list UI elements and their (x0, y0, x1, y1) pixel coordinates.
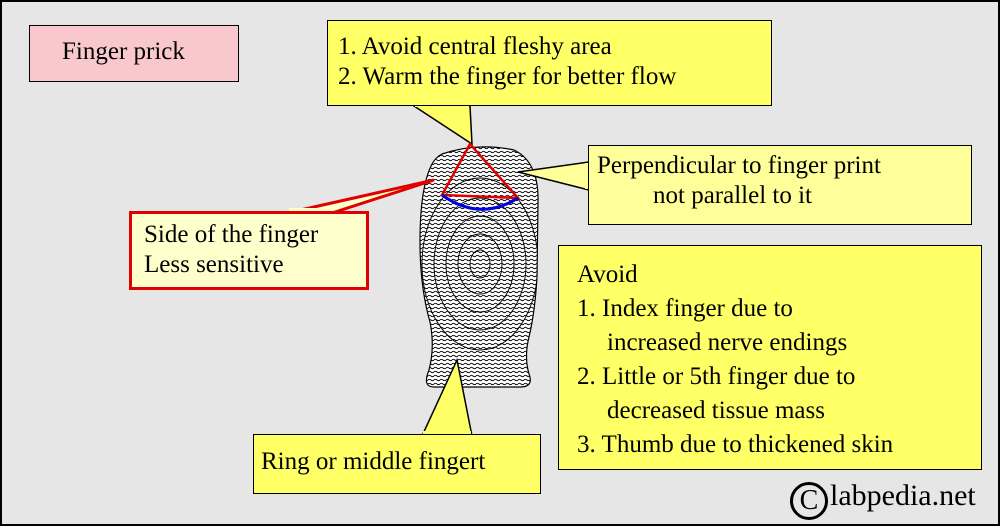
avoid-callout-line: increased nerve endings (607, 329, 848, 356)
perpendicular-callout-line: Perpendicular to finger print (597, 152, 881, 179)
watermark-text: labpedia.net (830, 479, 976, 512)
avoid-callout: Avoid 1. Index finger due to increased n… (558, 245, 982, 470)
top-callout-line: 1. Avoid central fleshy area (338, 33, 612, 60)
top-callout-pointer (411, 105, 473, 146)
avoid-callout-line: 3. Thumb due to thickened skin (577, 431, 894, 458)
top-callout-line: 2. Warm the finger for better flow (338, 63, 677, 90)
perpendicular-callout: Perpendicular to finger print not parall… (588, 145, 972, 225)
finger-shape (419, 146, 539, 388)
avoid-callout-heading: Avoid (577, 261, 638, 288)
avoid-callout-line: 1. Index finger due to (577, 295, 793, 322)
avoid-callout-line: 2. Little or 5th finger due to (577, 363, 856, 390)
copyright-icon: C (790, 482, 828, 520)
perpendicular-callout-line: not parallel to it (653, 182, 812, 209)
top-callout: 1. Avoid central fleshy area 2. Warm the… (327, 20, 772, 106)
side-callout-line: Less sensitive (144, 251, 284, 278)
side-callout: Side of the finger Less sensitive (129, 211, 369, 290)
side-callout-line: Side of the finger (144, 221, 319, 248)
title-label: Finger prick (62, 38, 185, 65)
title-box: Finger prick (29, 25, 239, 82)
puncture-arc (441, 193, 519, 211)
ring-callout: Ring or middle fingert (253, 434, 541, 494)
ring-callout-label: Ring or middle fingert (261, 448, 486, 475)
puncture-zone-outline (439, 141, 521, 200)
avoid-callout-line: decreased tissue mass (607, 397, 825, 424)
